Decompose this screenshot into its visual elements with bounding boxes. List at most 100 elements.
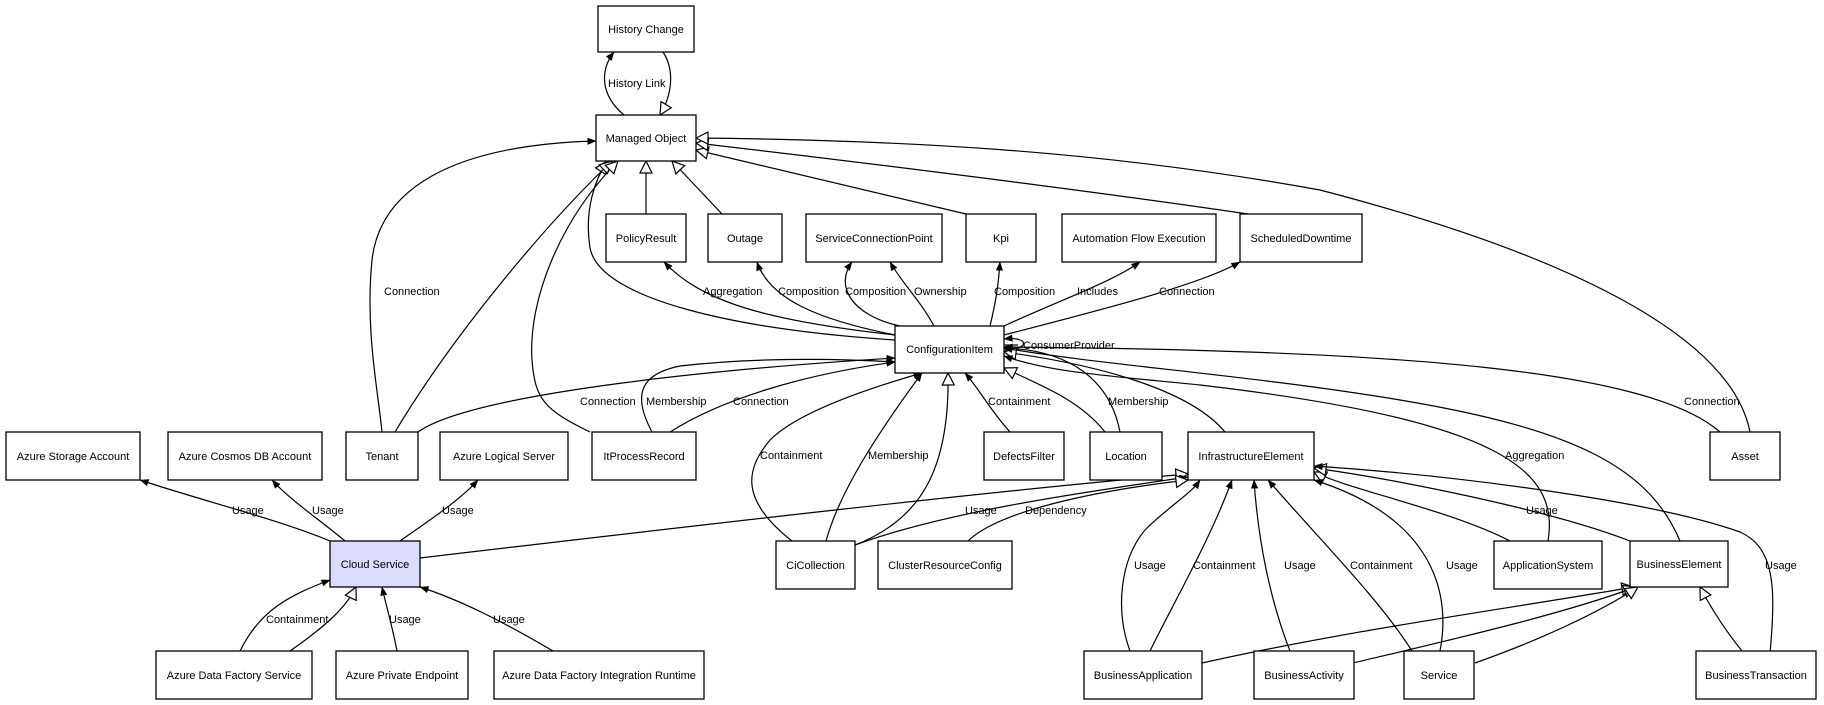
edge-asset-connection-ci: Connection [1003, 343, 1740, 433]
node-label: Location [1105, 451, 1147, 463]
edge-label-aggregation-policy: Aggregation [703, 286, 762, 298]
node-cloud-service[interactable]: Cloud Service [329, 540, 421, 588]
node-business-application[interactable]: BusinessApplication [1083, 650, 1203, 700]
node-outage[interactable]: Outage [707, 213, 783, 263]
node-policy-result[interactable]: PolicyResult [605, 213, 687, 263]
edge-pe-usage-cloud: Usage [380, 586, 421, 652]
node-service-connection-point[interactable]: ServiceConnectionPoint [805, 213, 943, 263]
node-location[interactable]: Location [1089, 431, 1163, 481]
edge-label-connection-tenant-ci: Connection [580, 396, 636, 408]
edge-defects-containment-ci: Containment [964, 372, 1050, 433]
node-service[interactable]: Service [1403, 650, 1475, 700]
edge-label-containment-defects: Containment [988, 396, 1050, 408]
edge-asset-to-managed [696, 138, 1751, 433]
edge-label-composition-scp: Composition [845, 286, 906, 298]
node-configuration-item[interactable]: ConfigurationItem [894, 325, 1005, 374]
node-label: Tenant [365, 451, 398, 463]
node-azure-data-factory-service[interactable]: Azure Data Factory Service [155, 650, 313, 700]
node-azure-storage-account[interactable]: Azure Storage Account [5, 431, 141, 481]
node-label: Azure Data Factory Integration Runtime [502, 670, 696, 682]
edge-label-usage-logical: Usage [442, 505, 474, 517]
edge-biztrans-usage-infra: Usage [1313, 462, 1797, 677]
edge-sched-to-managed [696, 143, 1249, 215]
edge-cluster-dependency-infra: Dependency [967, 480, 1188, 542]
node-application-system[interactable]: ApplicationSystem [1493, 540, 1603, 590]
edge-label-membership-cicoll: Membership [868, 450, 929, 462]
node-cluster-resource-config[interactable]: ClusterResourceConfig [877, 540, 1013, 590]
node-managed-object[interactable]: Managed Object [595, 114, 697, 162]
node-label: ScheduledDowntime [1251, 233, 1352, 245]
node-ci-collection[interactable]: CiCollection [775, 540, 856, 590]
edge-cicoll-usage-infra: Usage [854, 474, 1189, 546]
edge-tenant-to-managed [394, 161, 612, 433]
edge-ci-connection-sched: Connection [1003, 261, 1241, 336]
edge-label-usage-cosmos: Usage [312, 505, 344, 517]
node-azure-cosmos-db-account[interactable]: Azure Cosmos DB Account [167, 431, 323, 481]
node-azure-data-factory-ir[interactable]: Azure Data Factory Integration Runtime [493, 650, 705, 700]
edge-label-ownership-scp: Ownership [914, 286, 967, 298]
node-label: ServiceConnectionPoint [815, 233, 932, 245]
edge-history-link: History Link [603, 51, 671, 115]
node-label: History Change [608, 24, 684, 36]
node-label: Azure Logical Server [453, 451, 555, 463]
node-label: BusinessTransaction [1705, 670, 1807, 682]
node-kpi[interactable]: Kpi [965, 213, 1037, 263]
edge-label-composition-kpi: Composition [994, 286, 1055, 298]
node-label: BusinessActivity [1264, 670, 1344, 682]
edge-label-usage-bizelem: Usage [1526, 505, 1558, 517]
edge-ci-composition-scp: Composition [844, 261, 906, 327]
edge-label-history-link: History Link [608, 78, 666, 90]
node-label: Azure Data Factory Service [167, 670, 302, 682]
node-label: BusinessApplication [1094, 670, 1192, 682]
edge-label-usage-storage: Usage [232, 505, 264, 517]
edge-cloud-to-infra [419, 474, 1188, 559]
node-azure-logical-server[interactable]: Azure Logical Server [439, 431, 569, 481]
edge-bizapp-usage-infra: Usage [1121, 479, 1201, 652]
edge-tenant-connection-ci: Connection [417, 354, 896, 433]
node-label: BusinessElement [1637, 559, 1722, 571]
edge-cicoll-containment-ci: Containment [751, 371, 923, 542]
edge-label-usage-bizact: Usage [1284, 560, 1316, 572]
edge-label-consumer-provider: ConsumerProvider [1023, 340, 1115, 352]
node-scheduled-downtime[interactable]: ScheduledDowntime [1239, 213, 1363, 263]
edge-label-connection-itp: Connection [733, 396, 789, 408]
node-business-activity[interactable]: BusinessActivity [1253, 650, 1355, 700]
edge-bizelem-to-ci [1003, 345, 1681, 542]
edge-cloud-usage-logical: Usage [399, 479, 479, 542]
node-label: Automation Flow Execution [1072, 233, 1205, 245]
node-label: ApplicationSystem [1503, 560, 1594, 572]
edge-cicoll-membership-ci: Membership [825, 372, 929, 542]
edge-bizact-usage-infra: Usage [1250, 479, 1316, 652]
edge-label-usage-cicoll: Usage [965, 505, 997, 517]
node-business-transaction[interactable]: BusinessTransaction [1695, 650, 1817, 700]
edge-label-containment-service: Containment [1350, 560, 1412, 572]
edge-label-containment-bizapp: Containment [1193, 560, 1255, 572]
node-itprocess-record[interactable]: ItProcessRecord [591, 431, 697, 481]
edge-label-containment-cicoll: Containment [760, 450, 822, 462]
node-azure-private-endpoint[interactable]: Azure Private Endpoint [335, 650, 469, 700]
node-label: Azure Private Endpoint [346, 670, 459, 682]
node-label: PolicyResult [616, 233, 677, 245]
edge-adf-containment-cloud: Containment [239, 579, 331, 652]
node-infrastructure-element[interactable]: InfrastructureElement [1187, 431, 1315, 481]
edge-location-to-ci [1004, 368, 1106, 433]
edge-label-aggregation-appsys: Aggregation [1505, 450, 1564, 462]
edge-label-includes: Includes [1077, 286, 1118, 298]
edge-adfir-usage-cloud: Usage [419, 586, 554, 652]
node-defects-filter[interactable]: DefectsFilter [983, 431, 1065, 481]
node-label: DefectsFilter [993, 451, 1055, 463]
node-label: Azure Cosmos DB Account [179, 451, 312, 463]
edge-tenant-connection-managed: Connection [369, 137, 597, 433]
node-history-change[interactable]: History Change [597, 5, 695, 53]
node-asset[interactable]: Asset [1709, 431, 1781, 481]
edge-cicoll-to-ci-gen [854, 373, 948, 546]
node-automation-flow-execution[interactable]: Automation Flow Execution [1061, 213, 1217, 263]
node-tenant[interactable]: Tenant [345, 431, 419, 481]
edge-label-membership-location: Membership [1108, 396, 1169, 408]
edge-appsys-to-infra [1314, 472, 1511, 542]
node-business-element[interactable]: BusinessElement [1629, 540, 1729, 588]
edge-ci-composition-outage: Composition [756, 261, 896, 336]
edge-ci-aggregation-policy: Aggregation [663, 261, 896, 336]
node-label: Kpi [993, 233, 1009, 245]
